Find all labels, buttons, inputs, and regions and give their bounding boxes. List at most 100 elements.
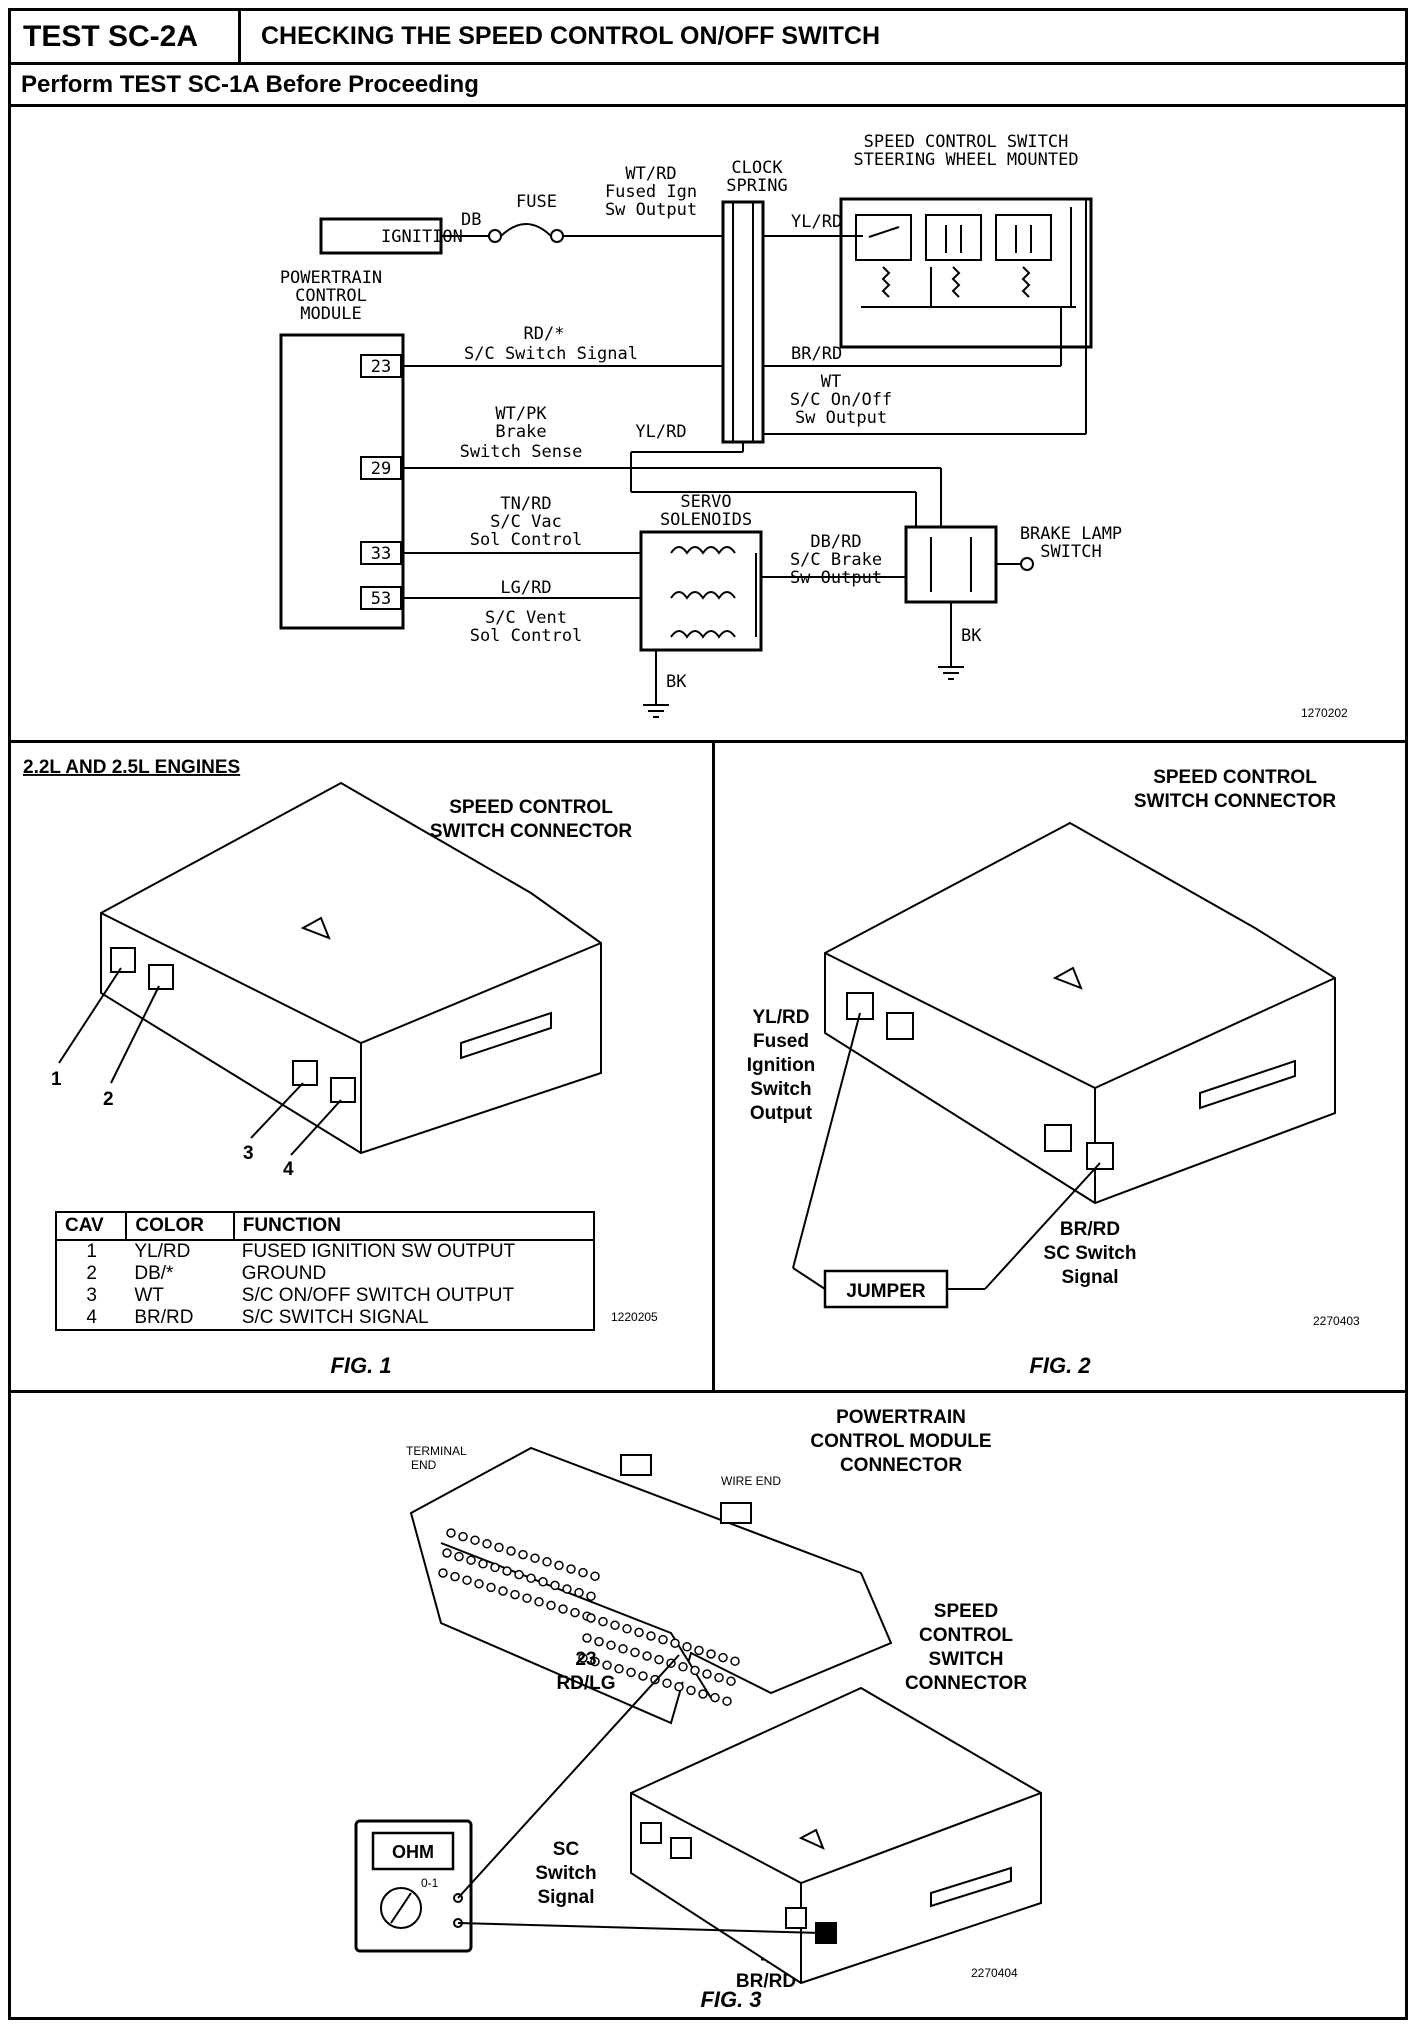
fig1-connector-label-1: SPEED CONTROL [449, 797, 613, 818]
pin-hole [694, 1645, 704, 1656]
ylrd-right-label: YL/RD [791, 212, 842, 232]
pin-23: 23 [371, 357, 391, 377]
pin-hole [502, 1566, 512, 1576]
pin-hole [618, 1644, 628, 1654]
pin-53: 53 [371, 589, 391, 609]
fig2-left-label-3: Ignition [747, 1055, 816, 1076]
brake-ground-label: BK [961, 626, 982, 646]
sc-brake-label: S/C Brake [790, 550, 882, 570]
fig2-ref: 2270403 [1313, 1314, 1360, 1328]
pin-hole [610, 1620, 620, 1630]
col-color: COLOR [125, 1211, 235, 1241]
sc-signal-label-3: Signal [537, 1887, 594, 1908]
fig1-panel: 2.2L AND 2.5L ENGINES SPEED CONTROL SWIT… [11, 743, 715, 1393]
pin-hole [442, 1548, 452, 1558]
wtrd-label-2: Fused Ign [605, 182, 697, 202]
pin-29: 29 [371, 459, 391, 479]
fig2-right-label-2: SC Switch [1044, 1243, 1137, 1264]
pcm-label-3: MODULE [300, 304, 361, 324]
table-row: 2 DB/* GROUND [56, 1263, 594, 1285]
cav-4-color-label: BR/RD [736, 1971, 796, 1992]
wtrd-label-3: Sw Output [605, 200, 697, 220]
fig1-heading: 2.2L AND 2.5L ENGINES [23, 757, 240, 778]
dbrd-label: DB/RD [810, 532, 861, 552]
pcm-label-2: CONTROL [295, 286, 367, 306]
wiring-schematic: IGNITION DB FUSE WT/RD Fused Ign Sw Outp… [11, 107, 1405, 743]
pin-hole [578, 1567, 588, 1578]
pin-hole [686, 1685, 696, 1696]
sc-conn-label-1: SPEED [934, 1601, 998, 1622]
pin-hole [658, 1634, 668, 1645]
ohm-label: OHM [392, 1842, 434, 1862]
fig2-panel: SPEED CONTROL SWITCH CONNECTOR [715, 743, 1405, 1393]
pin-hole [590, 1571, 600, 1581]
fig2-left-label-5: Output [750, 1103, 813, 1124]
pin-hole [670, 1638, 680, 1648]
terminal-label-2: END [411, 1458, 437, 1472]
clock-label-1: CLOCK [731, 158, 783, 178]
pin-hole [690, 1665, 700, 1676]
servo-solenoid-box [639, 530, 763, 652]
ohmmeter[interactable] [354, 1819, 473, 1953]
test-id: TEST SC-2A [11, 11, 241, 62]
sc-conn-label-4: CONNECTOR [905, 1673, 1027, 1694]
switch-title-2: STEERING WHEEL MOUNTED [853, 150, 1078, 170]
pin-hole [474, 1579, 484, 1589]
fig1-connector [100, 781, 602, 1155]
fig2-left-label-1: YL/RD [753, 1007, 810, 1028]
sc-vent-label: S/C Vent [485, 608, 567, 628]
cell-cav: 4 [86, 1307, 97, 1328]
pin-hole [562, 1584, 572, 1594]
pin-hole [590, 1656, 600, 1667]
sc-onoff-label-2: Sw Output [795, 408, 887, 428]
col-cav: CAV [54, 1211, 128, 1241]
pin-hole [494, 1542, 504, 1553]
fig2-left-label-4: Switch [750, 1079, 811, 1100]
pin-hole [466, 1555, 476, 1565]
pin-hole [486, 1582, 496, 1593]
pin-hole [482, 1539, 492, 1549]
schematic-ref: 1270202 [1301, 706, 1348, 720]
table-row: 4 BR/RD S/C SWITCH SIGNAL [56, 1307, 594, 1330]
pcm-conn-label-1: POWERTRAIN [836, 1407, 966, 1428]
wtrd-label-1: WT/RD [625, 164, 676, 184]
pcm-label-1: POWERTRAIN [280, 268, 382, 288]
fig1-connector-label-2: SWITCH CONNECTOR [430, 821, 633, 842]
pin-hole [714, 1672, 724, 1683]
fig1-ref: 1220205 [611, 1310, 658, 1324]
sc-switch-signal-label: S/C Switch Signal [464, 344, 638, 364]
lgrd-label: LG/RD [500, 578, 551, 598]
pin-33: 33 [371, 544, 391, 564]
pin-hole [730, 1656, 740, 1666]
cell-color: WT [134, 1285, 164, 1306]
pin-hole [514, 1569, 524, 1580]
pin-hole [710, 1692, 720, 1703]
fig1-callout-4: 4 [283, 1159, 294, 1180]
pin-hole [654, 1654, 664, 1665]
sc-signal-label-2: Switch [535, 1863, 596, 1884]
sc-conn-label-3: SWITCH [929, 1649, 1004, 1670]
pin-hole [706, 1649, 716, 1659]
brake-lamp-label-1: BRAKE LAMP [1020, 524, 1122, 544]
fig1-callout-1: 1 [51, 1069, 62, 1090]
pin-hole [554, 1560, 564, 1571]
ignition-label: IGNITION [381, 227, 463, 247]
pin-hole [510, 1589, 520, 1600]
pin-hole [470, 1535, 480, 1545]
sc-signal-label-1: SC [553, 1839, 580, 1860]
pin-hole [586, 1613, 596, 1623]
pin-hole [574, 1587, 584, 1598]
pin-hole [650, 1674, 660, 1685]
pin-hole [498, 1586, 508, 1596]
pin-hole [718, 1652, 728, 1663]
fig2-connector [824, 821, 1336, 1205]
pin-hole [626, 1667, 636, 1678]
pin-hole [638, 1671, 648, 1681]
pin-hole [594, 1636, 604, 1647]
pcm-pins [438, 1528, 740, 1706]
fig2-right-label-3: Signal [1061, 1267, 1118, 1288]
db-label: DB [461, 210, 481, 230]
sw-output-label: Sw Output [790, 568, 882, 588]
fig1-callout-3: 3 [243, 1143, 254, 1164]
pin-hole [570, 1607, 580, 1618]
